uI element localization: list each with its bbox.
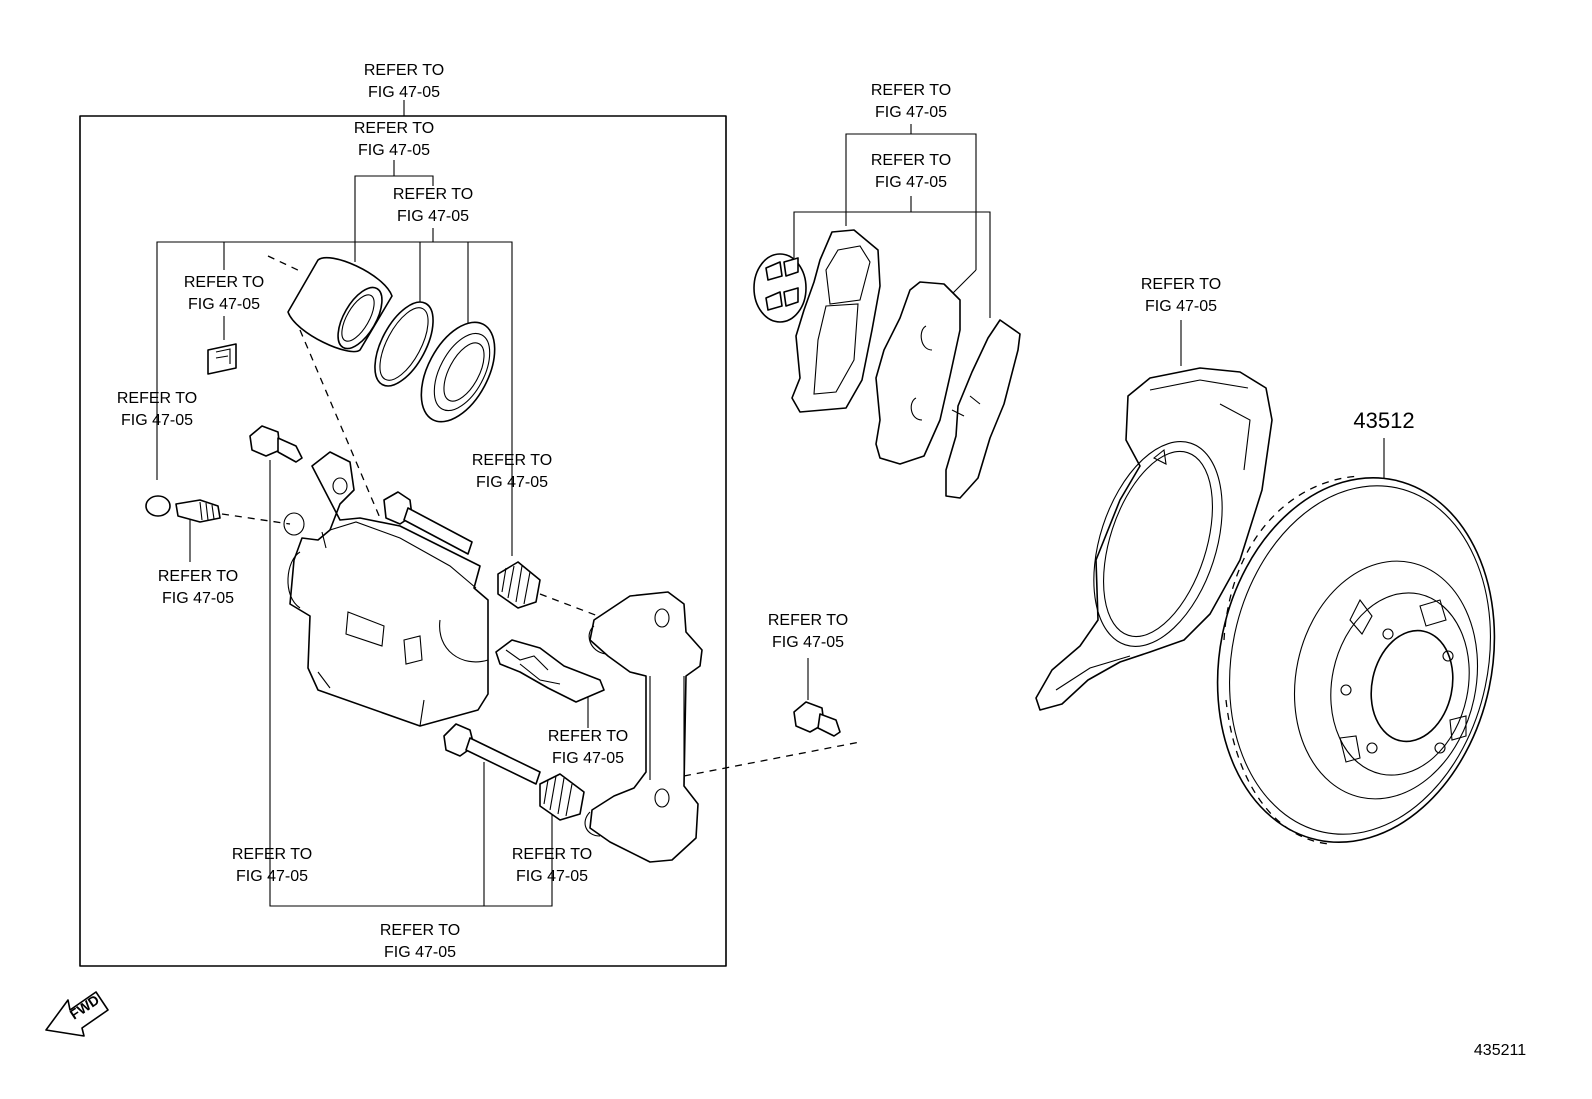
caliper-body	[283, 451, 489, 727]
brake-pad-outer	[791, 229, 881, 413]
piston-boot	[420, 321, 496, 423]
caution-plate	[207, 343, 237, 375]
forward-direction-icon: FWD	[45, 991, 109, 1037]
caliper-mounting-bracket	[584, 591, 703, 863]
guide-pin-boot-lower	[539, 773, 585, 821]
guide-pin-upper	[383, 491, 473, 555]
caliper-bolt-upper	[249, 425, 303, 463]
guide-pin-boot-upper	[497, 561, 541, 609]
anti-squeal-shim-kit	[753, 253, 807, 323]
piston-seal	[374, 301, 434, 387]
guide-pin-lower	[443, 723, 541, 785]
caliper-piston	[287, 256, 393, 353]
bleeder-screw	[175, 499, 221, 523]
pad-shim	[945, 319, 1021, 499]
caliper-assembly-frame	[79, 115, 727, 967]
part-number-rotor[interactable]: 43512	[1353, 408, 1415, 433]
disc-brake-dust-shield	[1035, 367, 1273, 711]
pad-support-plate	[495, 639, 605, 703]
bracket-bolt	[793, 701, 841, 737]
brake-pad-inner	[875, 281, 961, 465]
disc-brake-rotor	[1216, 475, 1496, 845]
diagram-id: 435211	[1473, 1042, 1527, 1059]
bleeder-cap	[145, 495, 171, 517]
